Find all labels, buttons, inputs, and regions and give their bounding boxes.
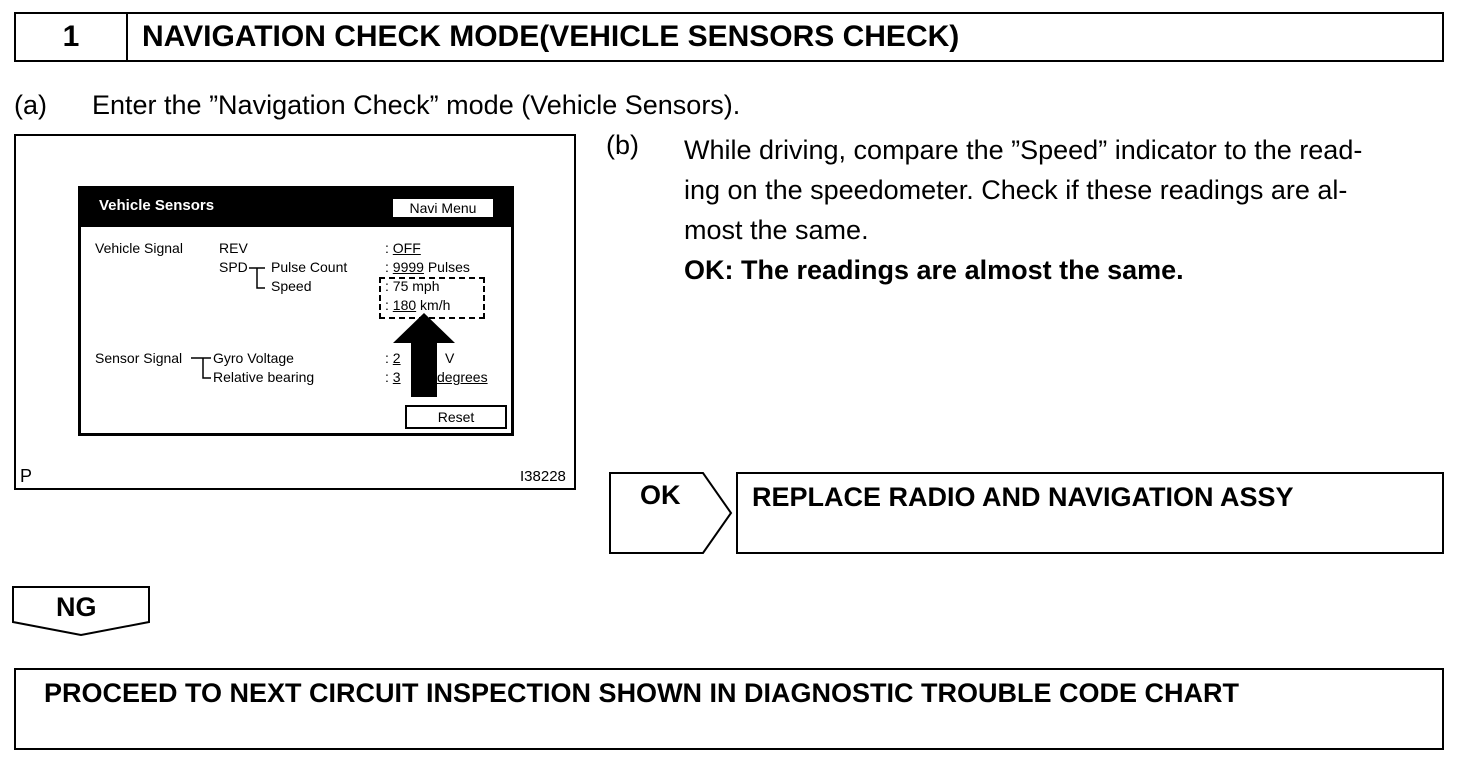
colon: : bbox=[385, 297, 389, 313]
step-header: 1 NAVIGATION CHECK MODE(VEHICLE SENSORS … bbox=[14, 12, 1444, 62]
step-title: NAVIGATION CHECK MODE(VEHICLE SENSORS CH… bbox=[142, 20, 960, 53]
navigation-screen: Vehicle Sensors Navi Menu Vehicle Signal… bbox=[78, 186, 514, 436]
instruction-b-line: While driving, compare the ”Speed” indic… bbox=[684, 135, 1363, 165]
ng-result-text: PROCEED TO NEXT CIRCUIT INSPECTION SHOWN… bbox=[44, 678, 1240, 708]
colon: : bbox=[385, 259, 389, 275]
figure-corner-letter: P bbox=[20, 466, 33, 486]
speed-mph-row: : 75 mph bbox=[385, 277, 439, 295]
colon: : bbox=[385, 278, 389, 294]
vehicle-signal-label: Vehicle Signal bbox=[95, 240, 183, 256]
instruction-b-line: ing on the speedometer. Check if these r… bbox=[684, 175, 1348, 205]
navi-menu-button[interactable]: Navi Menu bbox=[391, 197, 495, 219]
speed-highlight-box bbox=[379, 277, 485, 319]
relative-bearing-value: 3 bbox=[392, 369, 401, 385]
instruction-a-text: Enter the ”Navigation Check” mode (Vehic… bbox=[92, 90, 741, 120]
sensor-signal-label: Sensor Signal bbox=[95, 350, 183, 366]
gyro-voltage-value: 2 bbox=[392, 350, 401, 366]
gyro-voltage-label: Gyro Voltage bbox=[213, 350, 294, 366]
relative-bearing-value-row: : 3 bbox=[385, 368, 401, 386]
reset-button[interactable]: Reset bbox=[405, 405, 507, 429]
ok-result-text: REPLACE RADIO AND NAVIGATION ASSY bbox=[752, 482, 1294, 512]
rev-label: REV bbox=[219, 240, 248, 256]
relative-bearing-unit: degrees bbox=[437, 369, 488, 385]
colon: : bbox=[385, 369, 389, 385]
screen-title-bar: Vehicle Sensors Navi Menu bbox=[81, 189, 511, 227]
instruction-b-text: While driving, compare the ”Speed” indic… bbox=[684, 130, 1444, 290]
spd-label: SPD bbox=[219, 259, 248, 275]
spd-bracket-icon bbox=[249, 267, 265, 289]
gyro-voltage-unit: V bbox=[445, 350, 455, 366]
ok-criteria: OK: The readings are almost the same. bbox=[684, 255, 1184, 285]
pulse-count-value: 9999 bbox=[392, 259, 424, 275]
speed-kmh-row: : 180 km/h bbox=[385, 296, 450, 314]
ng-result-box: PROCEED TO NEXT CIRCUIT INSPECTION SHOWN… bbox=[14, 668, 1444, 750]
sensor-bracket-icon bbox=[191, 357, 211, 379]
ok-tag-shape bbox=[609, 472, 733, 554]
ok-label: OK bbox=[640, 480, 681, 510]
pulse-count-value-row: : 9999 Pulses bbox=[385, 258, 470, 276]
arrow-up-icon bbox=[393, 313, 455, 397]
ng-tag-shape bbox=[12, 586, 150, 636]
speed-kmh-unit: km/h bbox=[420, 297, 451, 313]
ok-result-box: REPLACE RADIO AND NAVIGATION ASSY bbox=[736, 472, 1444, 554]
relative-bearing-label: Relative bearing bbox=[213, 369, 315, 385]
speed-mph-value: 75 bbox=[392, 278, 409, 294]
speed-mph-unit: mph bbox=[412, 278, 440, 294]
pulse-count-unit: Pulses bbox=[427, 259, 470, 275]
gyro-voltage-value-row: : 2 bbox=[385, 349, 401, 367]
rev-value-row: : OFF bbox=[385, 239, 421, 257]
screen-title: Vehicle Sensors bbox=[99, 197, 215, 214]
step-number: 1 bbox=[16, 14, 128, 60]
figure-code: I38228 bbox=[520, 468, 566, 485]
rev-value: OFF bbox=[392, 240, 421, 256]
colon: : bbox=[385, 350, 389, 366]
colon: : bbox=[385, 240, 389, 256]
instruction-a-label: (a) bbox=[14, 90, 47, 120]
pulse-count-label: Pulse Count bbox=[271, 259, 348, 275]
instruction-b-line: most the same. bbox=[684, 215, 869, 245]
vehicle-sensors-figure: Vehicle Sensors Navi Menu Vehicle Signal… bbox=[14, 134, 576, 490]
instruction-b-label: (b) bbox=[606, 130, 639, 160]
ng-label: NG bbox=[56, 592, 97, 622]
speed-label: Speed bbox=[271, 278, 312, 294]
speed-kmh-value: 180 bbox=[392, 297, 417, 313]
